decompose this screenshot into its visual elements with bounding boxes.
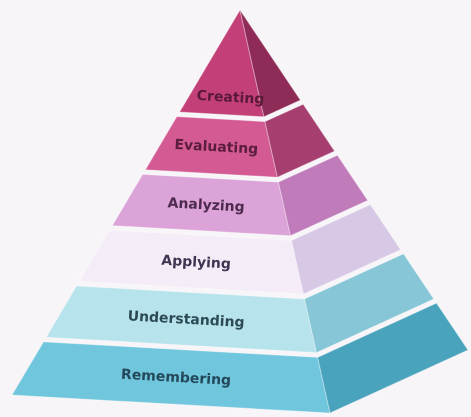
pyramid-level-analyzing	[111, 154, 369, 237]
pyramid-level-applying	[78, 203, 402, 295]
pyramid-level-evaluating	[144, 103, 336, 178]
pyramid-level-label: Applying	[161, 253, 231, 273]
pyramid-level-creating	[178, 8, 302, 118]
pyramid-level-remembering	[11, 302, 469, 414]
pyramid-level-evaluating-side-face	[264, 103, 336, 178]
pyramid-level-applying-side-face	[290, 203, 402, 295]
pyramid-level-label: Creating	[196, 88, 264, 108]
pyramid-level-analyzing-side-face	[277, 154, 369, 237]
pyramid-level-label: Evaluating	[174, 137, 259, 158]
pyramid-level-creating-side-face	[239, 9, 302, 118]
pyramid-level-label: Remembering	[121, 367, 232, 389]
pyramid-level-understanding	[45, 253, 435, 354]
pyramid-level-understanding-side-face	[303, 253, 435, 354]
pyramid-level-label: Understanding	[127, 308, 245, 331]
pyramid-level-remembering-side-face	[317, 302, 469, 414]
pyramid-level-label: Analyzing	[167, 195, 245, 215]
